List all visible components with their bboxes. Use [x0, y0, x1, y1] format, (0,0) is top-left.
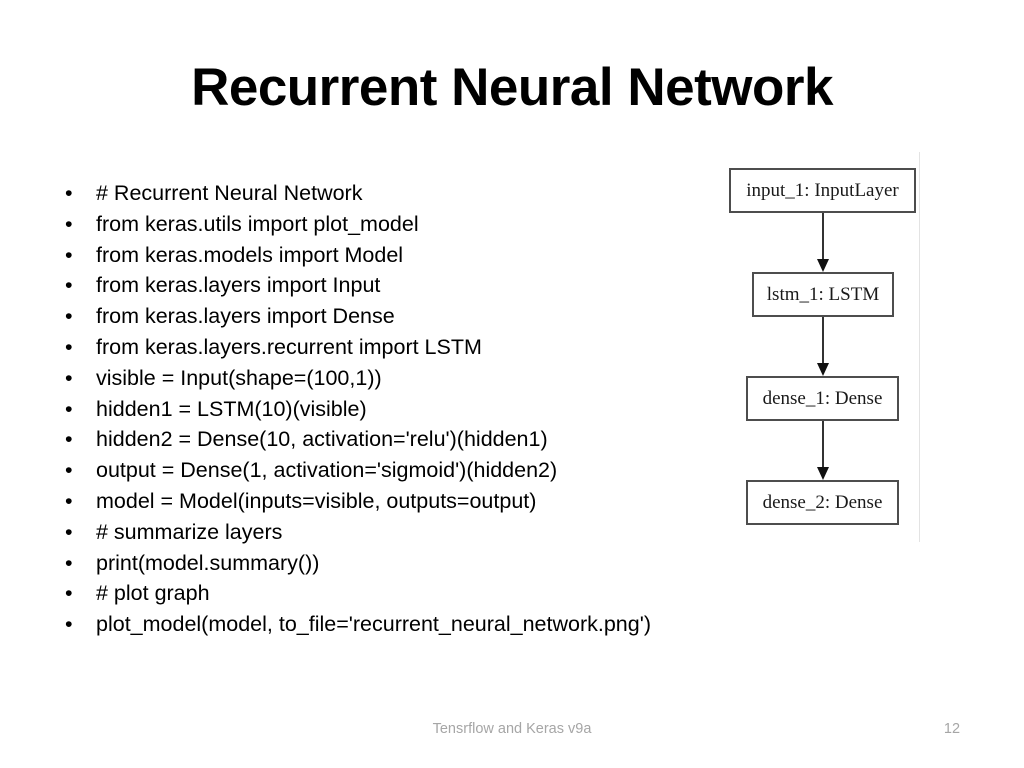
- list-item: • from keras.layers import Dense: [62, 301, 752, 332]
- list-item: • from keras.layers import Input: [62, 270, 752, 301]
- bullet-icon: •: [65, 458, 73, 483]
- list-item: • # summarize layers: [62, 517, 752, 548]
- graph-node-dense-2: dense_2: Dense: [746, 480, 899, 525]
- graph-arrow-icon: [817, 213, 829, 272]
- graph-node-dense-1: dense_1: Dense: [746, 376, 899, 421]
- page-number: 12: [943, 721, 961, 737]
- graph-node-input-1: input_1: InputLayer: [729, 168, 916, 213]
- bullet-icon: •: [65, 304, 73, 329]
- graph-node-label: dense_1: Dense: [762, 387, 883, 409]
- code-bullet-list: • # Recurrent Neural Network • from kera…: [62, 178, 752, 640]
- code-line: print(model.summary()): [96, 550, 320, 575]
- arrow-head: [817, 467, 829, 480]
- list-item: • model = Model(inputs=visible, outputs=…: [62, 486, 752, 517]
- model-graph-image: input_1: InputLayer lstm_1: LSTM dense_1…: [700, 152, 922, 542]
- bullet-icon: •: [65, 211, 73, 236]
- bullet-icon: •: [65, 334, 73, 359]
- list-item: • from keras.utils import plot_model: [62, 209, 752, 240]
- graph-node-label: lstm_1: LSTM: [766, 283, 880, 305]
- code-line: hidden2 = Dense(10, activation='relu')(h…: [96, 427, 548, 452]
- bullet-icon: •: [65, 181, 73, 205]
- code-line: plot_model(model, to_file='recurrent_neu…: [96, 612, 651, 637]
- bullet-icon: •: [65, 365, 73, 390]
- bullet-icon: •: [65, 550, 73, 575]
- bullet-icon: •: [65, 488, 73, 513]
- bullet-icon: •: [65, 427, 73, 452]
- bullet-icon: •: [65, 396, 73, 421]
- list-item: • from keras.models import Model: [62, 240, 752, 271]
- arrow-shaft: [822, 213, 824, 260]
- code-line: from keras.layers import Dense: [96, 304, 395, 329]
- bullet-icon: •: [65, 242, 73, 267]
- image-frame-edge: [919, 152, 920, 542]
- arrow-shaft: [822, 421, 824, 468]
- arrow-head: [817, 259, 829, 272]
- list-item: • hidden1 = LSTM(10)(visible): [62, 394, 752, 425]
- list-item: • # plot graph: [62, 578, 752, 609]
- arrow-shaft: [822, 317, 824, 364]
- page-title: Recurrent Neural Network: [191, 58, 833, 117]
- code-line: # summarize layers: [96, 519, 283, 544]
- code-line: hidden1 = LSTM(10)(visible): [96, 396, 367, 421]
- code-line: from keras.layers import Input: [96, 273, 381, 298]
- graph-arrow-icon: [817, 421, 829, 480]
- graph-arrow-icon: [817, 317, 829, 376]
- code-line: visible = Input(shape=(100,1)): [96, 365, 382, 390]
- list-item: • from keras.layers.recurrent import LST…: [62, 332, 752, 363]
- bullet-icon: •: [65, 581, 73, 606]
- list-item: • plot_model(model, to_file='recurrent_n…: [62, 609, 752, 640]
- code-line: model = Model(inputs=visible, outputs=ou…: [96, 488, 537, 513]
- code-line: output = Dense(1, activation='sigmoid')(…: [96, 458, 558, 483]
- list-item: • visible = Input(shape=(100,1)): [62, 363, 752, 394]
- arrow-head: [817, 363, 829, 376]
- code-line: from keras.utils import plot_model: [96, 211, 419, 236]
- list-item: • print(model.summary()): [62, 548, 752, 579]
- graph-node-lstm-1: lstm_1: LSTM: [752, 272, 894, 317]
- bullet-icon: •: [65, 273, 73, 298]
- code-line: from keras.layers.recurrent import LSTM: [96, 334, 482, 359]
- graph-node-label: input_1: InputLayer: [746, 179, 899, 201]
- list-item: • hidden2 = Dense(10, activation='relu')…: [62, 424, 752, 455]
- list-item: • output = Dense(1, activation='sigmoid'…: [62, 455, 752, 486]
- code-line: # plot graph: [96, 581, 210, 606]
- bullet-icon: •: [65, 519, 73, 544]
- graph-node-label: dense_2: Dense: [762, 491, 883, 513]
- list-item: • # Recurrent Neural Network: [62, 178, 752, 209]
- code-line: from keras.models import Model: [96, 242, 404, 267]
- bullet-icon: •: [65, 612, 73, 637]
- code-line: # Recurrent Neural Network: [96, 181, 363, 205]
- footer-note: Tensrflow and Keras v9a: [432, 721, 592, 737]
